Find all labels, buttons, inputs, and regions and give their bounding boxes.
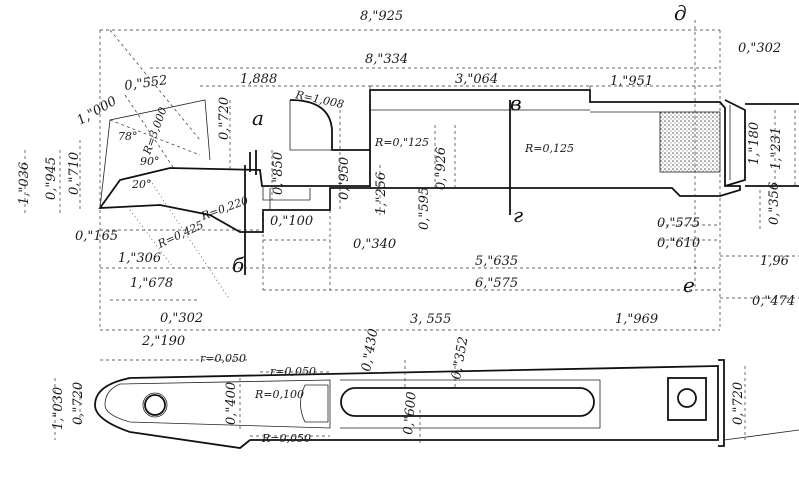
dim-r0100: R=0,100 — [254, 388, 304, 401]
dim-0575: 0,"575 — [657, 216, 700, 231]
dim-0356: 0,"356 — [767, 182, 782, 225]
dim-2190: 2,"190 — [141, 334, 185, 349]
dim-1888: 1,888 — [240, 72, 277, 87]
dim-1000: 1,"000 — [75, 94, 120, 129]
dim-196: 1,96 — [760, 254, 789, 269]
left-construction — [99, 99, 211, 209]
letter-e: е — [683, 273, 695, 297]
dim-1678: 1,"678 — [130, 276, 173, 291]
left-pin-hole — [144, 394, 166, 416]
dim-3064: 3,"064 — [455, 72, 498, 87]
dim-0165: 0,"165 — [75, 229, 118, 244]
dim-r0050a: r=0,050 — [200, 352, 246, 365]
letter-v: в — [510, 91, 522, 115]
dim-0552: 0,"552 — [123, 73, 168, 94]
section-letters: a б в г д е — [232, 1, 695, 297]
dim-3555: 3, 555 — [410, 312, 451, 327]
dim-1969: 1,"969 — [615, 312, 658, 327]
dim-1180: 1,"180 — [747, 122, 762, 165]
upper-top-step — [289, 99, 370, 151]
dim-0352: 0,"352 — [449, 336, 471, 381]
dim-r0050b: r=0,050 — [270, 365, 316, 378]
dim-0610: 0,"610 — [657, 236, 700, 251]
lower-body-outline — [94, 365, 719, 449]
dim-0945: 0,"945 — [44, 157, 59, 200]
dim-0720c: 0,"720 — [731, 382, 746, 425]
upper-body-outline — [98, 89, 741, 233]
dim-0926: 0,"926 — [434, 147, 449, 190]
dim-overall-length: 8,"925 — [360, 9, 403, 24]
letter-b: б — [232, 253, 245, 277]
letter-g: г — [513, 203, 523, 227]
dim-6575: 6,"575 — [475, 276, 518, 291]
dim-1036: 1,"036 — [17, 162, 32, 205]
letter-a: a — [252, 106, 264, 130]
right-pin-hole — [677, 388, 697, 408]
dim-1030: 1,"030 — [51, 387, 66, 430]
dim-0950: 0,"950 — [337, 157, 352, 200]
dim-0340: 0,"340 — [353, 237, 396, 252]
dim-right-0302: 0,"302 — [738, 41, 781, 56]
dim-8334: 8,"334 — [365, 52, 408, 67]
dim-r0425: R=0,425 — [155, 218, 206, 251]
dim-1306: 1,"306 — [118, 251, 161, 266]
right-bracket — [724, 99, 746, 187]
upper-view — [24, 20, 799, 331]
dim-r0220: R=0,220 — [199, 194, 250, 223]
dim-1951: 1,"951 — [610, 74, 653, 89]
dim-0595: 0,"595 — [417, 187, 432, 230]
dim-angle-20: 20° — [131, 178, 152, 191]
dim-r0125b: R=0,125 — [524, 142, 574, 155]
dim-0850: 0,"850 — [271, 152, 286, 195]
dim-0720b: 0,"720 — [71, 382, 86, 425]
lower-view — [54, 359, 799, 449]
dim-0100: 0,"100 — [270, 214, 313, 229]
dim-0302b: 0,"302 — [160, 311, 203, 326]
dim-0430: 0,"430 — [359, 328, 381, 373]
dim-0720a: 0,"720 — [217, 97, 232, 140]
dim-0600: 0,"600 — [401, 391, 420, 435]
dim-1256: 1,"256 — [374, 172, 389, 215]
dim-0474: 0,"474 — [752, 294, 795, 309]
dim-5635: 5,"635 — [475, 254, 518, 269]
dim-angle-78: 78° — [118, 130, 138, 143]
dim-1231: 1,"231 — [769, 127, 784, 170]
center-slot — [340, 387, 595, 417]
dim-r0050c: R=0,050 — [261, 432, 311, 445]
dim-r0125: R=0,"125 — [374, 136, 429, 149]
letter-d: д — [674, 1, 687, 25]
right-square-boss — [667, 377, 707, 421]
dim-angle-90: 90° — [140, 155, 160, 168]
dimension-labels: 8,"925 8,"334 0,"302 1,888 R=1,008 3,"06… — [17, 9, 795, 445]
dim-0400: 0,"400 — [224, 382, 239, 425]
dim-r3000: R=3,000 — [140, 106, 169, 157]
dim-0710: 0,"710 — [67, 152, 82, 195]
hatched-block — [660, 112, 720, 172]
